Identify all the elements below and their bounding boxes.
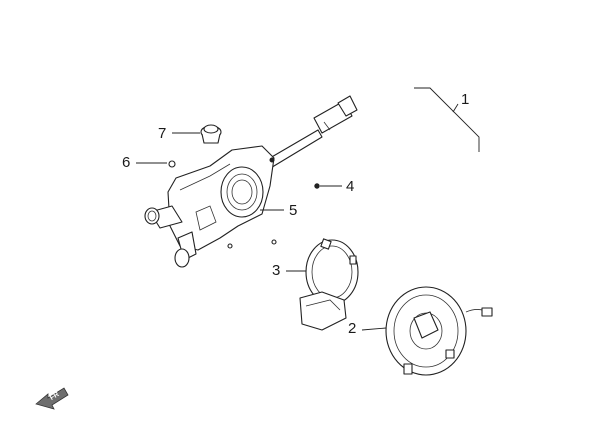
screw-part-6	[136, 160, 176, 168]
callout-6: 6	[122, 154, 131, 171]
callout-2: 2	[348, 320, 357, 337]
sensor-ring-part-3	[286, 238, 359, 331]
callout-5: 5	[289, 202, 298, 219]
clamp-part-7	[172, 124, 222, 144]
front-direction-arrow-icon	[35, 387, 69, 410]
clock-spring-part-2	[361, 286, 493, 376]
assembly-bracket-leader-1	[414, 87, 480, 152]
screw-part-4	[314, 183, 342, 189]
callout-3: 3	[272, 262, 281, 279]
combination-switch-assembly	[144, 95, 358, 268]
callout-4: 4	[346, 178, 355, 195]
callout-1: 1	[461, 91, 470, 108]
callout-7: 7	[158, 125, 167, 142]
